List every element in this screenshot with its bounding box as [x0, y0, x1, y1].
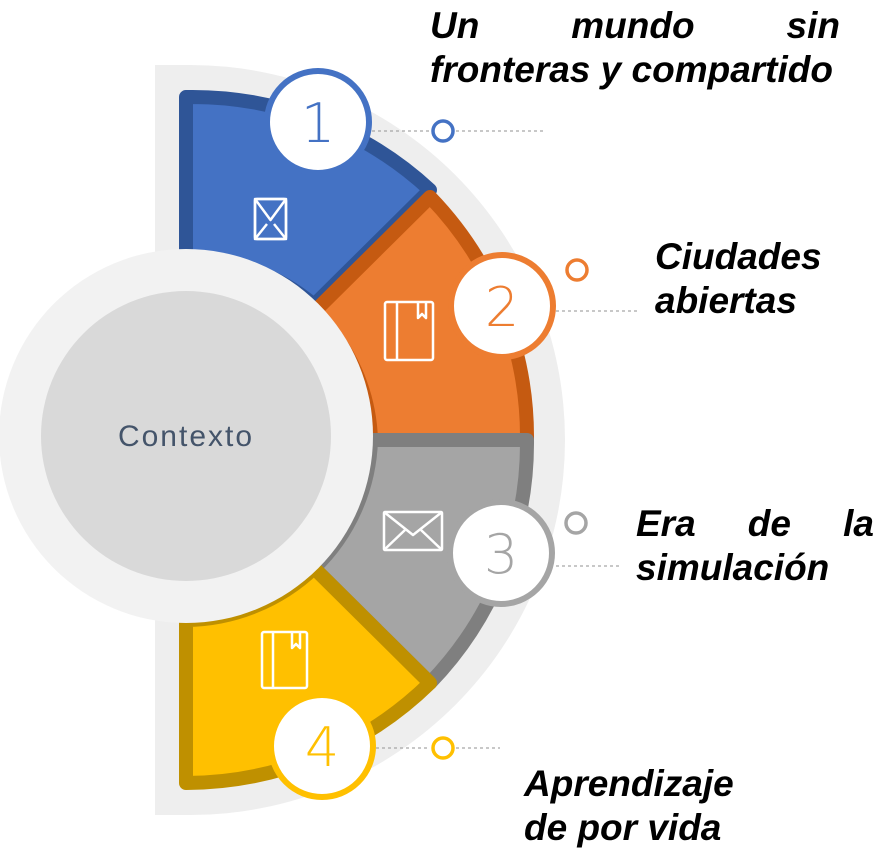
- center-label: Contexto: [118, 420, 254, 453]
- caption-1-line-1: Un mundo sin: [430, 4, 840, 48]
- number-badge-3: 3: [447, 499, 555, 607]
- caption-2-line-1: Ciudades: [655, 236, 822, 277]
- caption-word: mundo: [571, 5, 695, 46]
- caption-word: la: [843, 503, 874, 544]
- number-2: 2: [485, 276, 519, 339]
- center-circle: [41, 291, 331, 581]
- connector-4: [376, 736, 500, 760]
- book-icon: [383, 300, 435, 362]
- number-badge-2: 2: [448, 252, 556, 360]
- caption-word: sin: [786, 5, 840, 46]
- connector-1: [372, 119, 545, 143]
- caption-3-line-2: simulación: [636, 547, 830, 588]
- caption-word: Un: [430, 5, 480, 46]
- envelope-icon-1: [253, 197, 288, 241]
- book-icon: [260, 630, 309, 690]
- connector-3: [556, 511, 622, 567]
- number-badge-1: 1: [264, 68, 372, 176]
- caption-1-line-2: fronteras y compartido: [430, 49, 833, 90]
- number-4: 4: [305, 716, 339, 779]
- caption-word: Era: [636, 503, 696, 544]
- caption-4-line-2: de por vida: [524, 807, 722, 848]
- envelope-icon: [382, 510, 444, 552]
- number-3: 3: [484, 523, 518, 586]
- caption-3-line-1: Era de la: [636, 502, 874, 546]
- caption-2: Ciudades abiertas: [655, 235, 855, 323]
- caption-4: Aprendizaje de por vida: [524, 762, 784, 850]
- caption-3: Era de la simulación: [636, 502, 874, 590]
- caption-1: Un mundo sin fronteras y compartido: [430, 4, 840, 92]
- number-badge-4: 4: [268, 692, 376, 800]
- caption-4-line-1: Aprendizaje: [524, 763, 734, 804]
- caption-2-line-2: abiertas: [655, 280, 797, 321]
- number-1: 1: [301, 92, 335, 155]
- connector-2: [556, 258, 640, 312]
- caption-word: de: [747, 503, 791, 544]
